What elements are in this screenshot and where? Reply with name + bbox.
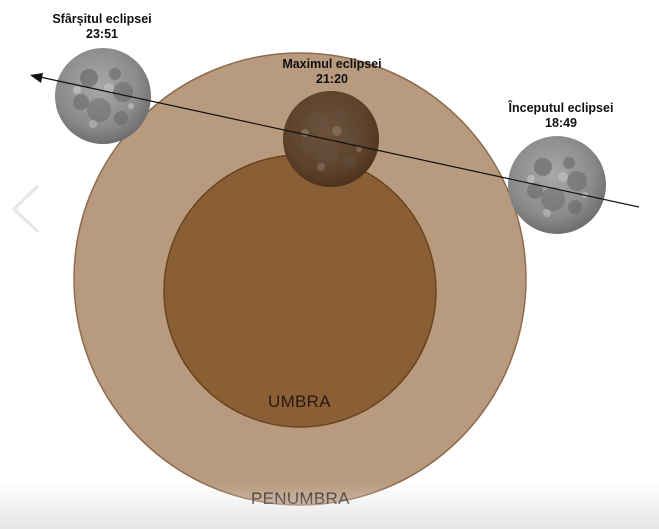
chevron-left-icon[interactable] (8, 182, 44, 236)
penumbra-label: PENUMBRA (251, 489, 350, 508)
umbra-circle (163, 154, 437, 428)
arrow-left-icon (30, 73, 43, 83)
moon-label-end: Sfârșitul eclipsei 23:51 (40, 12, 164, 42)
moon-label-beginning: Începutul eclipsei 18:49 (493, 101, 629, 131)
moon-label-maximum: Maximul eclipsei 21:20 (270, 57, 394, 87)
moon-icon (508, 136, 606, 234)
moon-path-line (39, 76, 640, 208)
moon-label-beginning-time: 18:49 (545, 116, 577, 130)
moon-label-end-name: Sfârșitul eclipsei (52, 12, 152, 26)
umbra-label: UMBRA (268, 392, 331, 411)
moon-label-end-time: 23:51 (86, 27, 118, 41)
moon-label-beginning-name: Începutul eclipsei (508, 101, 614, 115)
moon-label-maximum-name: Maximul eclipsei (282, 57, 382, 71)
moon-icon (55, 48, 151, 144)
moon-icon (283, 91, 379, 187)
moon-label-maximum-time: 21:20 (316, 72, 348, 86)
